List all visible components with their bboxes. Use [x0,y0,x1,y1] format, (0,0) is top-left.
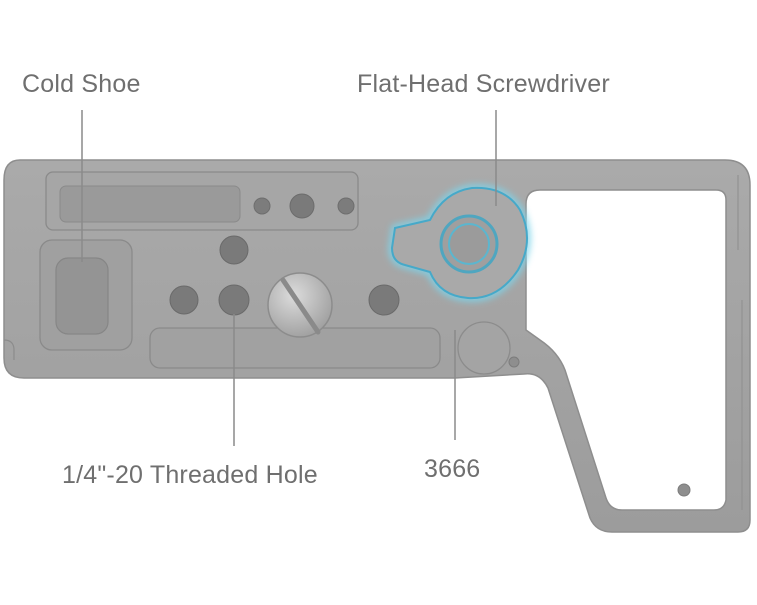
model-boss [457,321,511,375]
threaded-hole [169,285,199,315]
cold-shoe-label: Cold Shoe [22,70,141,98]
flat-head-screwdriver-label: Flat-Head Screwdriver [357,70,610,98]
threaded-hole [219,235,249,265]
pin-hole [508,356,520,368]
threaded-hole-label: 1/4"-20 Threaded Hole [62,461,318,489]
plate-cutout [525,189,727,511]
threaded-hole [218,284,250,316]
threaded-hole [289,193,315,219]
threaded-hole [368,284,400,316]
pin-hole [677,483,691,497]
model-number-label: 3666 [424,455,481,483]
right-edge-groove [737,175,743,510]
cold-shoe-inner [55,257,109,335]
flat-head-screwdriver [388,184,531,302]
threaded-hole [337,197,355,215]
top-slot-inner [59,185,241,223]
threaded-hole [253,197,271,215]
left-edge-notch [3,339,15,360]
screw-slot [280,277,321,335]
